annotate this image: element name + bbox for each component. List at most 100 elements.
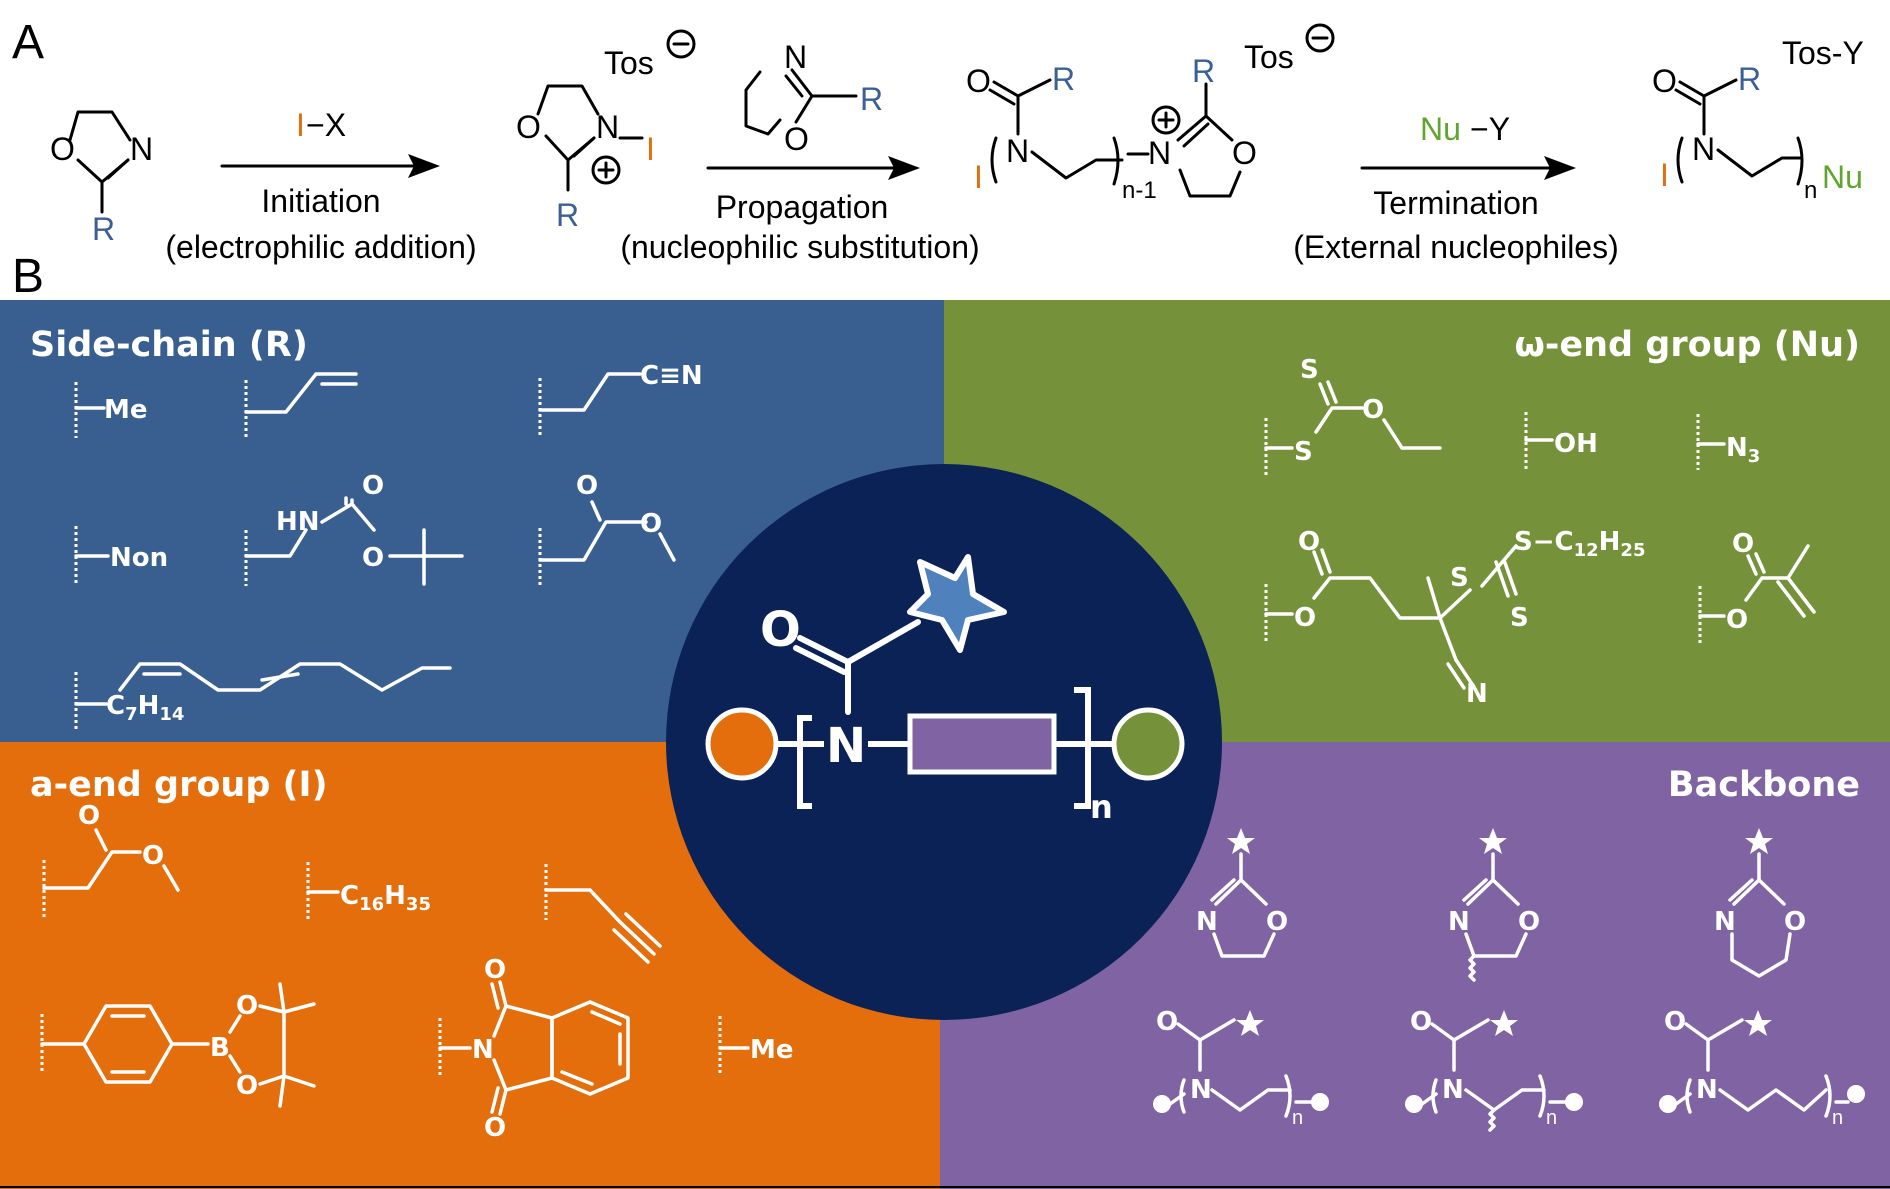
backbone-oxazine: N O <box>1714 828 1806 978</box>
byproduct-label: Tos-Y <box>1782 35 1864 71</box>
carbonyl-double <box>1430 1022 1456 1042</box>
hexadecyl-label: C16H35 <box>340 881 431 915</box>
initiation-label: Initiation <box>261 183 380 219</box>
amide-n-label: N <box>1442 1075 1464 1105</box>
cta-carbonyl <box>1312 550 1324 576</box>
ring-o-label: O <box>1784 907 1806 937</box>
arrow-head <box>888 156 920 180</box>
carbonyl-oxygen: O <box>1652 63 1677 99</box>
alpha-end-dot <box>1405 1095 1423 1113</box>
ether-o-label: O <box>362 543 384 573</box>
star-icon <box>1227 828 1255 854</box>
cta-methyl <box>1426 576 1442 620</box>
alkene-double-2 <box>260 672 300 682</box>
omega-end-dot <box>1311 1093 1329 1111</box>
backbone-bonds <box>1210 1088 1292 1112</box>
cta-cn-bond <box>1438 616 1458 662</box>
cn-double <box>1466 878 1495 906</box>
repeat-n: n <box>1546 1107 1557 1129</box>
methacrylate-o2-label: O <box>1726 605 1748 635</box>
living-chain: Tos O R I N n-1 N R O <box>966 23 1335 204</box>
star-icon <box>1490 1010 1518 1036</box>
boron-label: B <box>210 1033 230 1063</box>
tosylate-label: Tos <box>1244 39 1294 75</box>
ethyl-bonds <box>1382 418 1442 450</box>
carbonyl-double-bond <box>1678 80 1706 98</box>
methyl-bond <box>162 864 180 892</box>
me-4 <box>282 1074 316 1088</box>
carbonyl-double-bond <box>992 80 1020 98</box>
propagation-mechanism: (nucleophilic substitution) <box>620 229 979 265</box>
ring-bond <box>544 134 570 162</box>
pin-o2-label: O <box>236 1071 258 1101</box>
backbone-group: Backbone N O N O <box>1153 765 1865 1132</box>
oxygen-label: O <box>50 131 75 167</box>
cta-cs-double <box>1502 558 1518 596</box>
bonds <box>538 520 648 562</box>
cta-s-bond <box>1438 588 1472 620</box>
ring-double-bond <box>106 158 130 180</box>
xanthate-bonds <box>1314 406 1364 434</box>
omega-end-circle <box>1111 707 1185 781</box>
initiation-mechanism: (electrophilic addition) <box>165 229 476 265</box>
panel-a: A O N R I −X Initiation (electrophilic a… <box>12 16 1864 265</box>
carbonyl-double-bond-2 <box>1674 88 1702 106</box>
ring-o-label: O <box>1518 907 1540 937</box>
cta-o1-label: O <box>1298 527 1320 557</box>
side-r-label: R <box>1738 61 1761 97</box>
alpha-end-title: a-end group (I) <box>30 765 328 805</box>
center-co-double <box>797 635 851 665</box>
backbone-bonds <box>1030 150 1124 180</box>
allyl-bonds <box>244 372 358 414</box>
ring-o-label: O <box>1266 907 1288 937</box>
co-bond <box>1757 878 1786 906</box>
ring-nitrogen: N <box>1148 135 1171 171</box>
backbone-methyl-oxazoline: N O <box>1448 828 1540 982</box>
bracket-left <box>1179 1078 1186 1114</box>
methyl-label: Me <box>750 1035 794 1065</box>
co-bond <box>1491 878 1520 906</box>
cta-cs-double-2 <box>1494 560 1510 598</box>
plus-charge-circle <box>591 155 621 185</box>
bracket-right <box>1796 136 1804 186</box>
propagation-arrow: N O R Propagation (nucleophilic substitu… <box>620 39 979 265</box>
panel-b-letter: B <box>12 250 44 303</box>
nitrogen-label: N <box>596 109 619 145</box>
ring-bonds <box>68 110 132 142</box>
ester-o1-label: O <box>576 471 598 501</box>
ring-r-label: R <box>1192 53 1215 89</box>
r-group-label: R <box>92 211 115 247</box>
center-amide-n: N <box>826 718 866 774</box>
ring-bonds <box>1464 932 1528 958</box>
cn-double-2 <box>1462 878 1488 902</box>
initiator-i-label: I <box>974 159 983 195</box>
bracket-right <box>1284 1074 1292 1118</box>
nucleophile-end-label: Nu <box>1822 159 1863 195</box>
bracket-left <box>1431 1078 1438 1114</box>
ester-o1-label: O <box>78 801 100 831</box>
ester-o2-label: O <box>142 841 164 871</box>
propagation-label: Propagation <box>716 189 889 225</box>
center-co-double-2 <box>793 645 847 675</box>
xanthate-s1-label: S <box>1300 355 1319 385</box>
bracket-left <box>990 136 998 184</box>
r-group-label: R <box>556 197 579 233</box>
carbonyl-double-bond-2 <box>988 88 1016 106</box>
alpha-end-dot <box>1659 1095 1677 1113</box>
ring-double-bond-2 <box>1182 122 1210 148</box>
pin-o1-label: O <box>236 991 258 1021</box>
star-icon <box>1479 828 1507 854</box>
center-star-icon <box>907 554 1007 653</box>
ring-bonds <box>1178 168 1242 198</box>
methacrylate-vinyl <box>1786 576 1816 614</box>
repeat-subscript: n-1 <box>1122 177 1157 204</box>
side-chain-group: Side-chain (R) Me C≡N Non HN O O O O <box>30 325 703 732</box>
center-repeat-n: n <box>1090 788 1113 826</box>
cta-s2-label: S <box>1510 603 1529 633</box>
nitrile-label: C≡N <box>640 361 703 391</box>
bonds <box>42 850 142 890</box>
monomer-ring-bonds <box>744 70 782 136</box>
bracket-right <box>1538 1074 1546 1118</box>
methyl-label: Me <box>104 395 148 425</box>
xanthate-cs-2 <box>1326 380 1338 404</box>
